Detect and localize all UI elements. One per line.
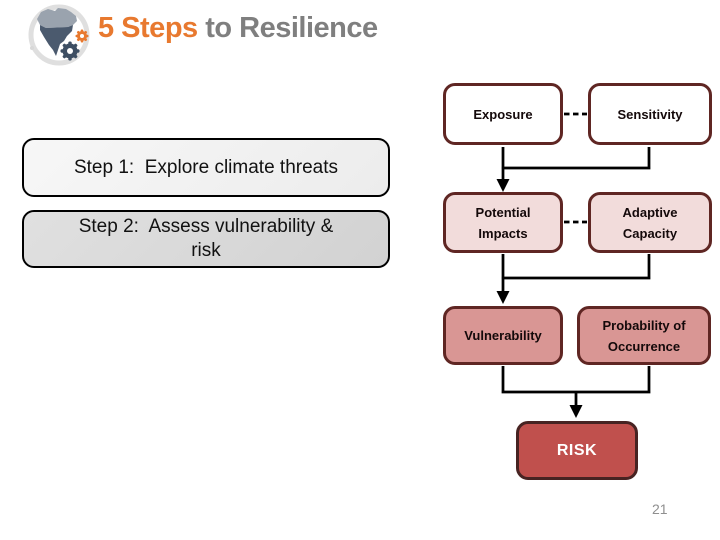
flow-node-sensitivity: Sensitivity <box>588 83 712 145</box>
title-rest: to Resilience <box>205 12 378 44</box>
flow-node-adaptive-capacity-label: Adaptive Capacity <box>622 204 678 241</box>
flow-node-adaptive-capacity: Adaptive Capacity <box>588 192 712 253</box>
flow-node-probability-of-occurrence: Probability of Occurrence <box>577 306 711 365</box>
arrowhead-potential-impacts <box>496 179 510 192</box>
continent-south-icon <box>40 25 73 56</box>
continent-north-icon <box>37 8 77 28</box>
page-title: 5 Steps to Resilience <box>98 12 378 45</box>
step-1-label: Step 1: Explore climate threats <box>73 156 338 178</box>
flow-node-potential-impacts-label: Potential Impacts <box>475 204 531 241</box>
page-number: 21 <box>652 501 668 517</box>
arrowhead-risk <box>569 405 583 418</box>
flow-node-exposure: Exposure <box>443 83 563 145</box>
step-1-box: Step 1: Explore climate threats <box>22 138 390 197</box>
globe-gears-logo <box>28 4 90 66</box>
flow-node-sensitivity-label: Sensitivity <box>617 106 683 122</box>
step-2-box: Step 2: Assess vulnerability & risk <box>22 210 390 268</box>
connector-row3-risk <box>501 366 651 406</box>
connector-row2-row3 <box>501 254 651 292</box>
flow-node-risk: RISK <box>516 421 638 480</box>
flow-node-probability-label: Probability of Occurrence <box>602 317 686 354</box>
navy-gear-icon <box>60 41 80 61</box>
flow-node-risk-label: RISK <box>556 442 598 459</box>
logo-dot <box>30 46 34 50</box>
step-2-label: Step 2: Assess vulnerability & risk <box>78 216 334 261</box>
flow-node-vulnerability: Vulnerability <box>443 306 563 365</box>
connector-row1-row2 <box>501 147 651 180</box>
orange-gear-icon <box>75 29 89 43</box>
flow-node-vulnerability-label: Vulnerability <box>464 328 542 343</box>
arrowhead-vulnerability <box>496 291 510 304</box>
title-accent: 5 Steps <box>98 12 198 44</box>
flow-node-potential-impacts: Potential Impacts <box>443 192 563 253</box>
flow-node-exposure-label: Exposure <box>473 106 533 122</box>
